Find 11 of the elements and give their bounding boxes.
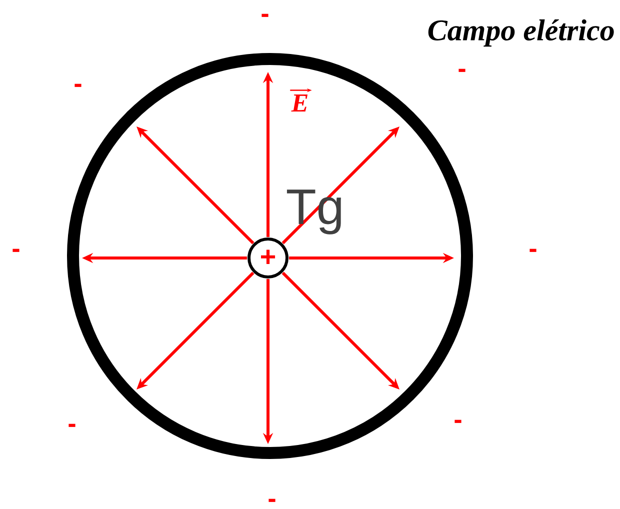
minus-sign: - [454,420,462,423]
minus-sign: - [530,248,536,252]
minus-sign: - [268,498,276,502]
minus-sign: - [458,68,466,72]
minus-sign: - [12,248,20,252]
minus-sign: - [68,424,76,427]
minus-sign: - [262,14,268,17]
vector-label: E [291,94,308,112]
title: Campo elétrico [428,19,614,47]
ring-circle [67,53,473,459]
minus-sign: - [74,84,82,87]
